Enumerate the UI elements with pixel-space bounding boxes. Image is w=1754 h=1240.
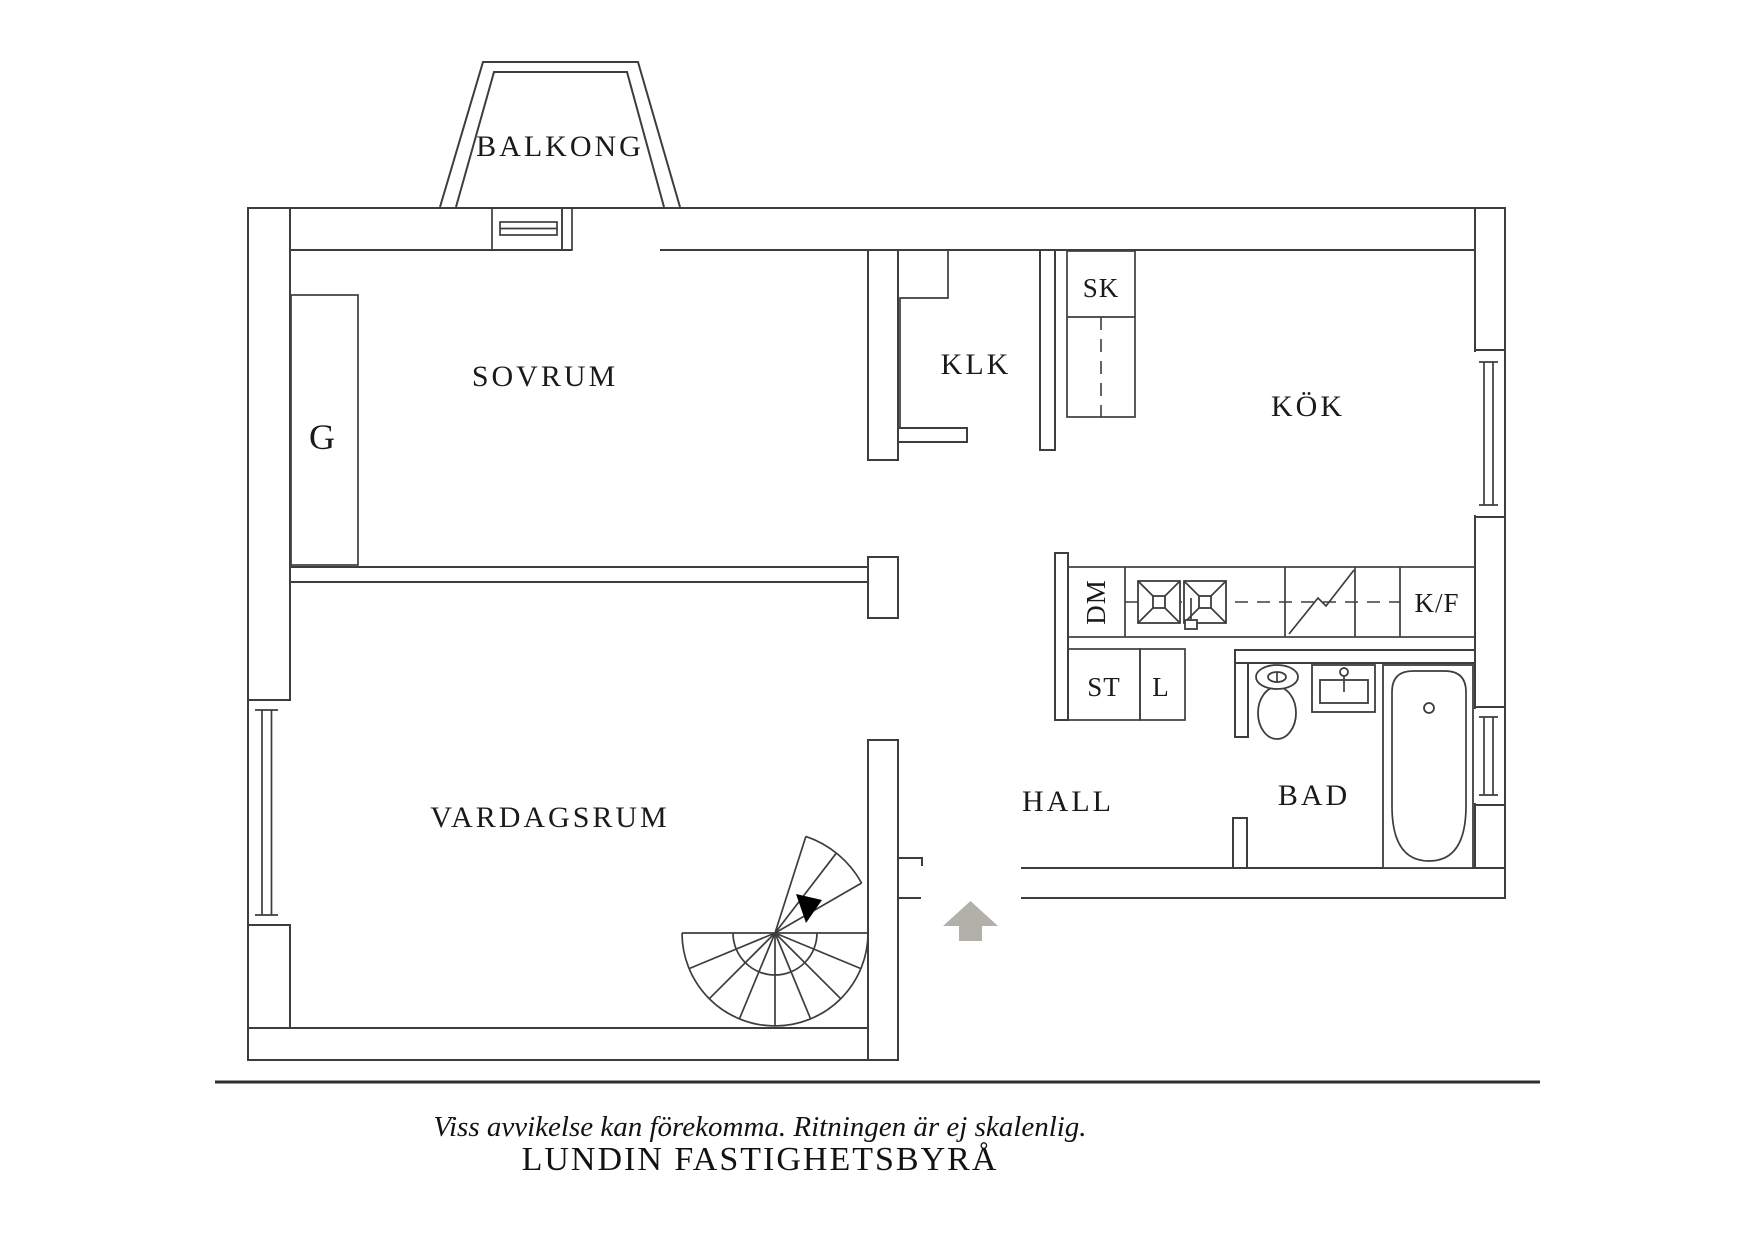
bath-west-wall-upper — [1234, 662, 1249, 738]
room-label-cabinet: SK — [1083, 273, 1120, 303]
room-label-wardrobe: G — [309, 417, 335, 457]
kitchen-window-opening — [1473, 352, 1477, 515]
bathroom-fixtures — [1255, 664, 1474, 869]
kitchen-counter — [1067, 566, 1476, 638]
top-wall — [247, 207, 1506, 251]
closet-bottom-stub — [897, 427, 968, 443]
balcony — [439, 61, 681, 208]
bath-west-wall-lower — [1232, 817, 1248, 869]
room-labels: BALKONG SOVRUM G KLK SK KÖK DM K/F ST L … — [309, 130, 1459, 834]
footer-brand: LUNDIN FASTIGHETSBYRÅ — [522, 1141, 999, 1178]
l-box — [1139, 648, 1186, 721]
room-label-bedroom: SOVRUM — [472, 360, 618, 393]
bath-top-wall — [1234, 649, 1476, 664]
entrance-jamb — [897, 857, 923, 899]
right-wall — [1474, 207, 1506, 899]
balcony-door-assembly — [491, 207, 573, 251]
footer-disclaimer: Viss avvikelse kan förekomma. Ritningen … — [433, 1111, 1086, 1143]
faucet-icon — [1184, 598, 1198, 630]
window-bath — [1475, 706, 1505, 806]
balcony-inner-outline — [455, 71, 665, 208]
counter-outline — [1067, 566, 1476, 638]
room-label-bathroom: BAD — [1278, 779, 1350, 812]
footer: Viss avvikelse kan förekomma. Ritningen … — [215, 1080, 1540, 1178]
balcony-outer-outline — [439, 61, 681, 208]
left-window-opening — [288, 701, 292, 924]
walkin-closet-outline — [899, 250, 949, 428]
stair-direction-arrow-icon — [796, 894, 822, 923]
wall-openings — [288, 210, 1477, 924]
room-label-st: ST — [1087, 672, 1121, 702]
spiral-staircase — [681, 835, 869, 1027]
wardrobe-g-box — [290, 294, 359, 566]
bedroom-livingroom-wall — [289, 566, 869, 583]
window-kitchen — [1475, 349, 1505, 518]
room-label-balcony: BALKONG — [476, 130, 644, 163]
left-wall — [247, 207, 291, 1061]
room-label-kitchen: KÖK — [1271, 390, 1345, 423]
room-label-walk-in-closet: KLK — [941, 348, 1012, 381]
toilet-icon — [1255, 664, 1299, 740]
entrance-arrow-icon — [943, 901, 998, 941]
window-left — [248, 699, 290, 926]
stair-upper-wedge — [774, 835, 863, 934]
closet-kitchen-wall — [1039, 249, 1056, 451]
bathtub-icon — [1382, 664, 1474, 869]
stove-icon — [1288, 569, 1355, 635]
bottom-left-wall — [247, 1027, 899, 1061]
door-pillar — [867, 556, 899, 619]
balcony-door-jamb — [561, 207, 573, 251]
room-label-hall: HALL — [1022, 785, 1114, 818]
washbasin-icon — [1311, 664, 1376, 713]
storage-boxes — [1067, 648, 1186, 721]
cabinet-sk — [1066, 250, 1136, 418]
room-label-living-room: VARDAGSRUM — [430, 801, 670, 834]
room-label-dishwasher: DM — [1081, 579, 1111, 625]
kitchen-hall-strip — [1054, 552, 1069, 721]
entrance-opening — [921, 866, 1021, 900]
exterior-walls — [247, 207, 1506, 1061]
sink-basin-left-icon — [1137, 580, 1181, 624]
livingroom-east-wall — [867, 739, 899, 1061]
room-label-fridge-freezer: K/F — [1414, 588, 1459, 618]
room-label-laundry: L — [1152, 672, 1170, 702]
interior-walls — [289, 249, 1476, 899]
balcony-door-opening — [572, 210, 660, 252]
bedroom-east-wall — [867, 249, 899, 461]
bath-window-opening — [1473, 709, 1477, 803]
